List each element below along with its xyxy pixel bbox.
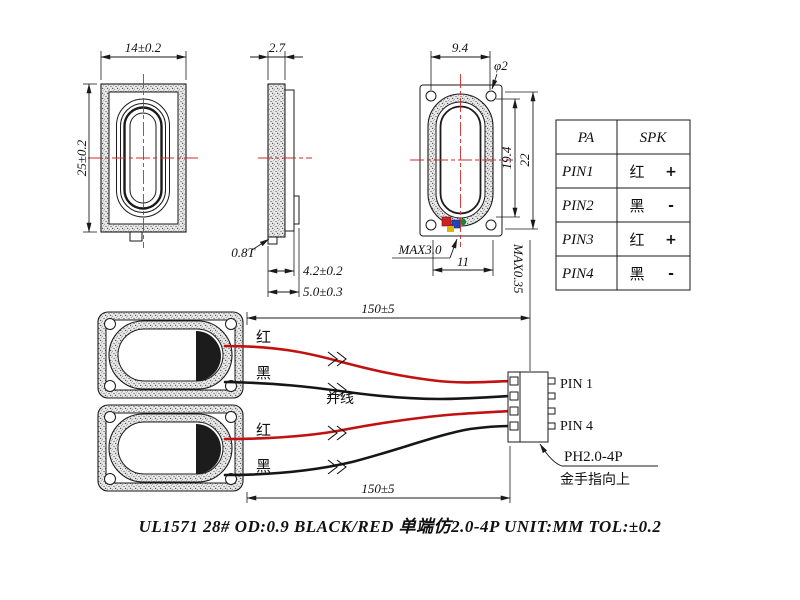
- note-gold-finger-up: 金手指向上: [560, 472, 630, 488]
- label-speaker1-red: 红: [256, 328, 271, 346]
- mount-hole: [425, 90, 437, 102]
- dim-length-top: 150±5: [361, 301, 395, 316]
- label-speaker2-black: 黑: [256, 457, 271, 475]
- table-row-polarity: +: [665, 232, 677, 248]
- front-tab: [129, 231, 143, 242]
- table-row-pin: PIN2: [561, 198, 594, 214]
- label-speaker1-black: 黑: [256, 364, 271, 382]
- wire-red-1: [223, 344, 512, 384]
- dim-front-height: 25±0.2: [74, 139, 89, 176]
- side-terminal: [293, 195, 300, 225]
- dim-side-thickness: 2.7: [269, 40, 286, 55]
- wire-break-mark: [327, 425, 347, 441]
- wire-red-2: [223, 409, 512, 441]
- wire-break-mark: [327, 459, 347, 475]
- wire-black-1: [223, 380, 512, 401]
- connector-pin: [547, 422, 556, 430]
- side-frame: [267, 83, 286, 238]
- dim-side-total-depth: 5.0±0.3: [303, 284, 343, 299]
- table-row-polarity: +: [665, 164, 677, 180]
- dim-rear-width: 9.4: [452, 40, 469, 55]
- side-view: 2.7 0.8T 4.2±0.2 5.0±0.3: [231, 40, 343, 299]
- dim-front-width: 14±0.2: [125, 40, 162, 55]
- side-magnet: [284, 89, 295, 232]
- connector: PIN 1 PIN 4: [507, 371, 593, 443]
- mount-hole: [425, 219, 437, 231]
- table-row-wire-color: 黑: [629, 265, 644, 283]
- note-side-frame-thickness: 0.8T: [231, 245, 255, 260]
- footer-spec-line: UL1571 28# OD:0.9 BLACK/RED 单端仿2.0-4P UN…: [139, 517, 662, 536]
- wire-black-2: [223, 424, 512, 477]
- label-pin1: PIN 1: [560, 377, 593, 392]
- dim-rear-hole-dia: φ2: [494, 58, 508, 73]
- table-row-pin: PIN4: [561, 266, 594, 282]
- label-connector-type: PH2.0-4P: [564, 449, 623, 465]
- mount-hole: [485, 219, 497, 231]
- solder-pad-green: [459, 218, 467, 226]
- harness-speaker-1: [97, 311, 244, 399]
- connector-pin: [547, 392, 556, 400]
- table-row-wire-color: 红: [629, 163, 644, 181]
- table-row-pin: PIN3: [561, 232, 594, 248]
- mount-hole: [485, 90, 497, 102]
- solder-pad-yellow: [447, 226, 454, 232]
- dim-side-depth: 4.2±0.2: [303, 263, 343, 278]
- table-row-wire-color: 黑: [629, 197, 644, 215]
- label-pin4: PIN 4: [560, 419, 593, 434]
- table-row-polarity: -: [668, 198, 674, 214]
- wire-break-mark: [327, 382, 347, 398]
- table-row-polarity: -: [668, 266, 674, 282]
- dim-rear-terminal-max: MAX3.0: [398, 242, 442, 257]
- dim-rear-pad-span: 11: [457, 254, 469, 269]
- magnet-cap: [196, 331, 221, 381]
- dim-rear-height: 22: [517, 153, 532, 167]
- front-view: 14±0.2 25±0.2: [74, 40, 199, 248]
- solder-pad-red: [441, 216, 452, 227]
- wire-break-mark: [327, 351, 347, 367]
- rear-view: 9.4 φ2 19.4 22 MAX3.0 11 MAX0.35: [392, 40, 538, 371]
- dim-rear-inner-height: 19.4: [499, 146, 514, 169]
- label-parallel-wires: 并线: [326, 391, 354, 407]
- pin-table: PA SPK PIN1 红 + PIN2 黑 - PIN3 红 + PIN4 黑…: [555, 119, 691, 291]
- table-header-pa: PA: [577, 130, 595, 146]
- harness-speaker-2: [97, 404, 244, 492]
- connector-pin: [547, 377, 556, 385]
- connector-pin: [547, 407, 556, 415]
- table-row-pin: PIN1: [561, 164, 594, 180]
- dim-length-bottom: 150±5: [361, 481, 395, 496]
- table-row-wire-color: 红: [629, 231, 644, 249]
- table-header-spk: SPK: [640, 130, 668, 146]
- solder-pad-blue: [451, 219, 461, 229]
- dim-wire-max: MAX0.35: [511, 243, 526, 294]
- harness: 红 黑 红 黑 并线 PIN 1 PIN 4 PH2.0-4P 金手指向上 15…: [97, 301, 658, 503]
- label-speaker2-red: 红: [256, 421, 271, 439]
